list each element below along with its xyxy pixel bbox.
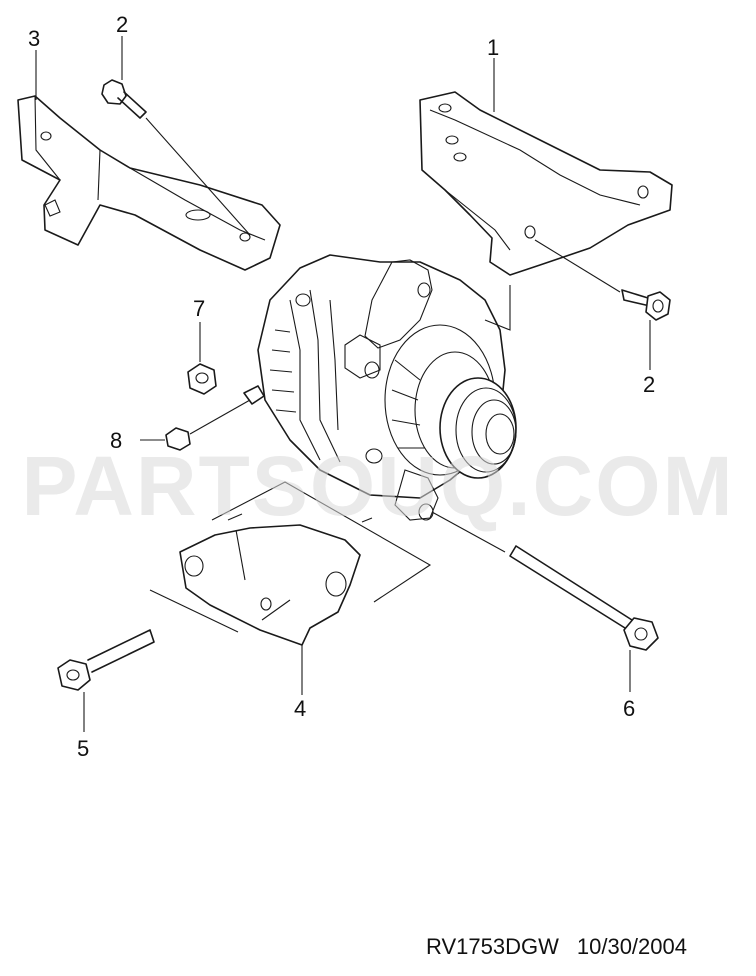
callout-2-right: 2 <box>643 372 655 397</box>
part-5-bolt <box>57 629 155 732</box>
part-1-bracket <box>419 91 673 276</box>
callout-8: 8 <box>110 428 122 453</box>
callout-7: 7 <box>193 296 205 321</box>
callout-3: 3 <box>28 26 40 51</box>
part-2-bolt-right <box>534 239 671 321</box>
part-3-bracket <box>17 95 281 271</box>
callout-4: 4 <box>294 696 306 721</box>
footer: RV1753DGW 10/30/2004 <box>426 934 705 960</box>
part-2-bolt-upper <box>101 79 251 236</box>
diagram-date: 10/30/2004 <box>576 934 687 959</box>
callout-1: 1 <box>487 35 499 60</box>
part-4-bracket <box>149 481 432 695</box>
alternator <box>257 254 517 521</box>
part-8-nut <box>140 385 265 451</box>
leader-1-down <box>484 285 511 331</box>
diagram-code: RV1753DGW <box>426 934 559 959</box>
part-7-nut <box>187 322 217 395</box>
part-6-bolt <box>431 511 659 692</box>
callout-5: 5 <box>77 736 89 761</box>
callout-2-top: 2 <box>116 12 128 37</box>
callout-6: 6 <box>623 696 635 721</box>
